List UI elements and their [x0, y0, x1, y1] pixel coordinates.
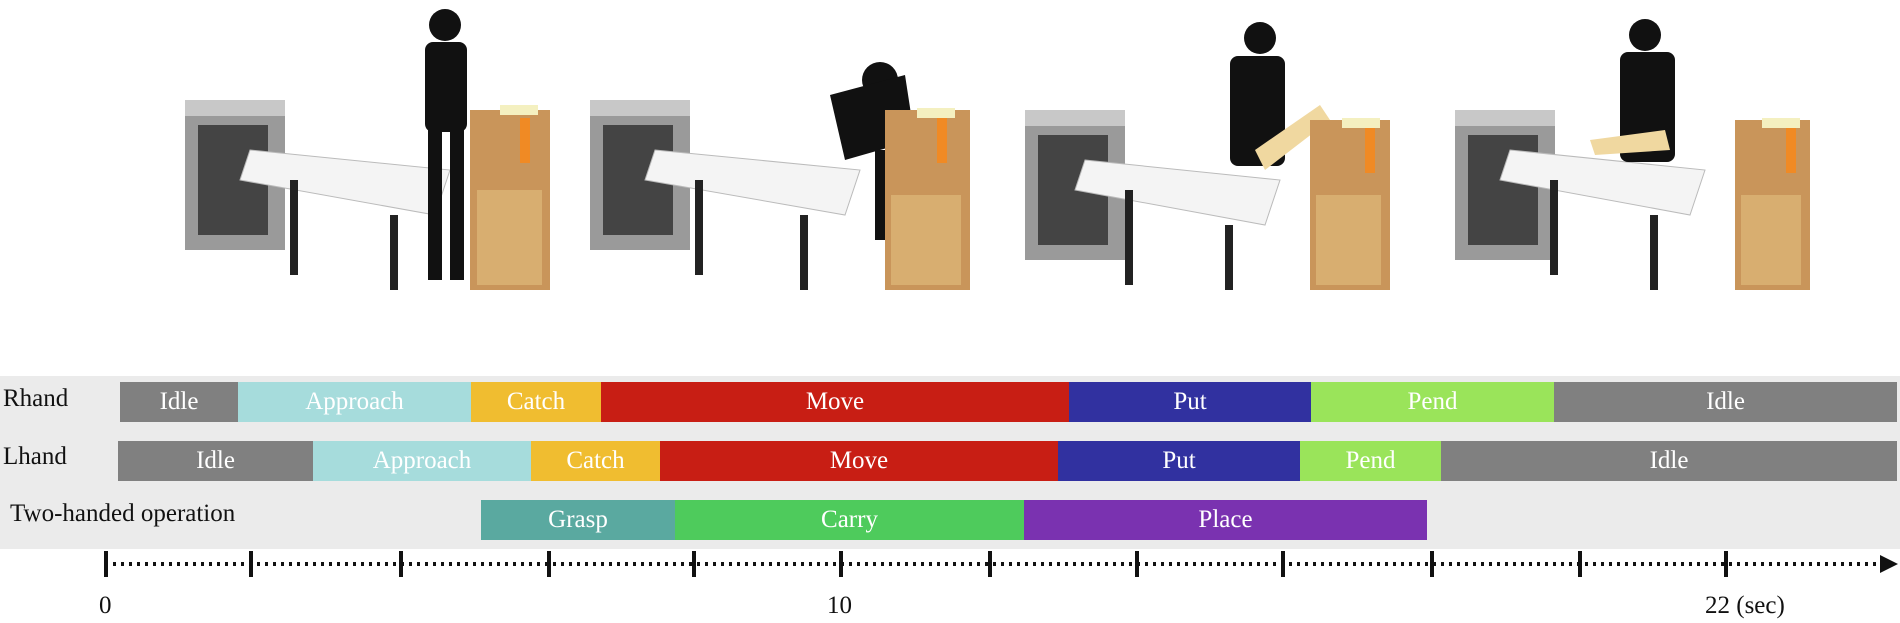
rhand-segment-move: Move [601, 382, 1069, 422]
tick-label-22: 22 (sec) [1705, 592, 1785, 619]
photo-frame-3 [1020, 0, 1400, 290]
lhand-segment-move: Move [660, 441, 1058, 481]
axis-ticks [104, 551, 1728, 577]
tick-label-10: 10 [827, 592, 852, 619]
axis-arrow-icon [1880, 555, 1898, 573]
time-axis [0, 548, 1900, 623]
lhand-segment-approach: Approach [313, 441, 531, 481]
frame-illustration [1025, 22, 1390, 290]
rhand-segment-catch: Catch [471, 382, 601, 422]
row-label-rhand: Rhand [3, 385, 69, 412]
rhand-segment-put: Put [1069, 382, 1311, 422]
lhand-segment-pend: Pend [1300, 441, 1441, 481]
rhand-segment-idle: Idle [120, 382, 238, 422]
photo-frame-4 [1450, 0, 1820, 290]
rhand-segment-pend: Pend [1311, 382, 1554, 422]
lhand-segment-idle-end: Idle [1441, 441, 1897, 481]
rhand-segment-approach: Approach [238, 382, 471, 422]
lhand-segment-idle: Idle [118, 441, 313, 481]
two-handed-segment-place: Place [1024, 500, 1427, 540]
photo-frame-2 [585, 0, 985, 290]
time-axis-line [104, 551, 1898, 577]
lhand-segment-put: Put [1058, 441, 1300, 481]
frame-illustration [590, 62, 970, 290]
two-handed-segment-carry: Carry [675, 500, 1024, 540]
frame-illustration [1455, 19, 1810, 290]
frame-illustration [185, 9, 550, 290]
row-label-lhand: Lhand [3, 443, 67, 470]
tick-label-0: 0 [99, 592, 112, 619]
two-handed-segment-grasp: Grasp [481, 500, 675, 540]
photo-frame-1 [180, 0, 565, 290]
lhand-segment-catch: Catch [531, 441, 660, 481]
row-label-two-handed: Two-handed operation [10, 500, 236, 527]
rhand-segment-idle-end: Idle [1554, 382, 1897, 422]
